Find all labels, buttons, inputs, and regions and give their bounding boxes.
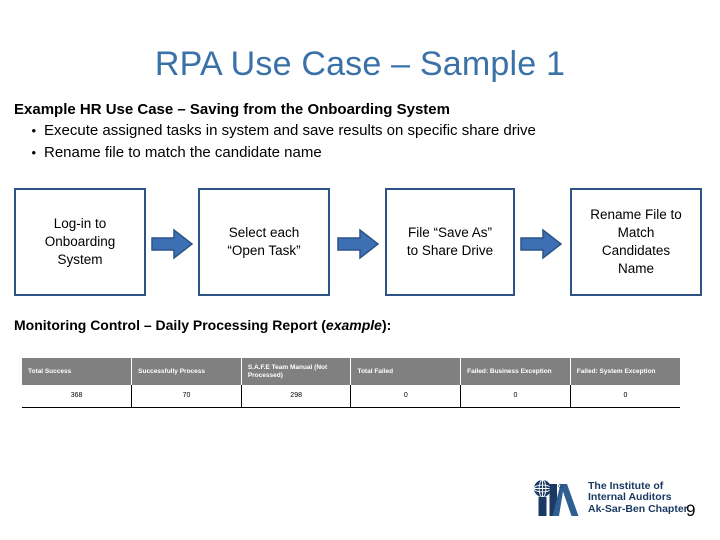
iia-logo-text: The Institute of Internal Auditors Ak-Sa… <box>588 479 688 516</box>
column-header-successfully-process: Successfully Process <box>131 358 242 385</box>
bullet-marker-icon: • <box>31 123 36 138</box>
flow-step-label: File “Save As” to Share Drive <box>406 225 494 258</box>
table-row: 368 70 298 0 0 0 <box>22 385 680 408</box>
process-flow-diagram: Log-in to Onboarding System Select each … <box>0 188 720 300</box>
monitoring-control-caption: Monitoring Control – Daily Processing Re… <box>14 317 391 333</box>
page-title: RPA Use Case – Sample 1 <box>154 45 566 83</box>
bullet-marker-icon: • <box>31 145 36 160</box>
column-header-safe-team-manual: S.A.F.E Team Manual (Not Processed) <box>241 358 352 385</box>
cell-safe-team-manual: 298 <box>241 385 352 408</box>
bullet-item: • Rename file to match the candidate nam… <box>14 142 704 164</box>
flow-step-rename-file: Rename File to Match Candidates Name <box>570 188 702 296</box>
footer-logo: The Institute of Internal Auditors Ak-Sa… <box>530 478 688 518</box>
lead-line: Example HR Use Case – Saving from the On… <box>14 101 450 118</box>
cell-total-success: 368 <box>22 385 133 408</box>
bullet-item-label: Execute assigned tasks in system and sav… <box>44 122 536 139</box>
flow-arrow-right-icon <box>336 228 380 260</box>
logo-line-2: Internal Auditors <box>588 491 672 504</box>
cell-total-failed: 0 <box>350 385 462 408</box>
body-text-block: Example HR Use Case – Saving from the On… <box>14 100 704 164</box>
iia-logo-icon <box>530 478 584 518</box>
flow-step-label: Log-in to Onboarding System <box>44 216 116 267</box>
table-header-row: Total Success Successfully Process S.A.F… <box>22 358 680 385</box>
column-header-total-failed: Total Failed <box>350 358 462 385</box>
bullet-item-label: Rename file to match the candidate name <box>44 144 322 161</box>
flow-arrow-right-icon <box>519 228 563 260</box>
flow-step-label: Select each “Open Task” <box>227 225 301 258</box>
cell-successfully-process: 70 <box>131 385 242 408</box>
logo-line-3: Ak-Sar-Ben Chapter <box>588 502 688 515</box>
bullet-item: • Execute assigned tasks in system and s… <box>14 120 704 142</box>
flow-step-login: Log-in to Onboarding System <box>14 188 146 296</box>
flow-step-select-task: Select each “Open Task” <box>198 188 330 296</box>
daily-processing-report-table: Total Success Successfully Process S.A.F… <box>22 358 680 408</box>
monitoring-caption-emphasis: example <box>325 317 382 333</box>
column-header-failed-system: Failed: System Exception <box>570 358 680 385</box>
flow-step-label: Rename File to Match Candidates Name <box>590 207 682 276</box>
flow-step-save-as: File “Save As” to Share Drive <box>385 188 515 296</box>
column-header-failed-business: Failed: Business Exception <box>460 358 571 385</box>
monitoring-caption-suffix: ): <box>381 317 392 333</box>
cell-failed-business: 0 <box>460 385 571 408</box>
cell-failed-system: 0 <box>570 385 680 408</box>
monitoring-caption-prefix: Monitoring Control – Daily Processing Re… <box>14 317 326 333</box>
flow-arrow-right-icon <box>150 228 194 260</box>
logo-line-1: The Institute of <box>588 479 664 492</box>
column-header-total-success: Total Success <box>22 358 133 385</box>
page-number: 9 <box>686 501 696 520</box>
